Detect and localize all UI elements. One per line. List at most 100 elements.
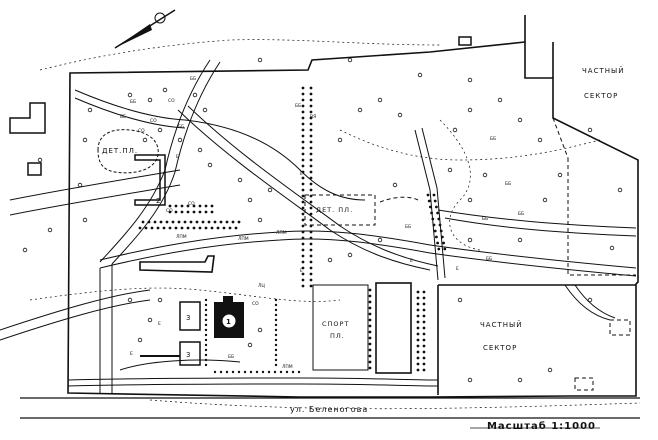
tree-dot (147, 220, 151, 224)
tree-dot (301, 206, 305, 210)
tree-code: ББ (505, 181, 511, 187)
tree-symbol (337, 137, 343, 143)
tree-dot (162, 226, 166, 230)
tree-dot (301, 122, 305, 126)
monument-block (214, 296, 244, 338)
tree-dot (309, 116, 313, 120)
tree-symbol (87, 107, 93, 113)
tree-dot (301, 272, 305, 276)
tree-dot (416, 344, 420, 348)
tree-symbol (157, 127, 163, 133)
tree-dot (301, 182, 305, 186)
tree-dot (368, 342, 372, 346)
tree-symbol (197, 147, 203, 153)
tree-dot (309, 224, 313, 228)
tree-dot (309, 206, 313, 210)
tree-dot (192, 204, 196, 208)
tree-dot (422, 308, 426, 312)
tree-dot (309, 218, 313, 222)
tree-symbol (347, 57, 353, 63)
tree-dot (430, 211, 433, 215)
tree-symbol (257, 57, 263, 63)
tree-dot (174, 226, 178, 230)
tree-symbol (587, 127, 593, 133)
tree-dot (309, 104, 313, 108)
tree-symbol (467, 237, 473, 243)
tree-dot (429, 205, 432, 209)
tree-dot (368, 288, 372, 292)
tree-symbol (397, 112, 403, 118)
tree-code: Е (456, 266, 459, 272)
tree-symbol (617, 187, 623, 193)
tree-dot (189, 220, 193, 224)
tree-dot (416, 326, 420, 330)
tree-dot (301, 260, 305, 264)
tree-dot (234, 226, 238, 230)
tree-dot (237, 370, 241, 374)
tree-dot (309, 98, 313, 102)
tree-symbol (192, 92, 198, 98)
playground-center-shape (304, 194, 419, 226)
tree-dot (416, 338, 420, 342)
tree-dot (301, 266, 305, 270)
tree-symbol (37, 157, 43, 163)
tree-dot (201, 220, 205, 224)
street-band (20, 397, 640, 429)
tree-dot (416, 296, 420, 300)
tree-dot (435, 235, 438, 239)
tree-dot (301, 116, 305, 120)
tree-dot (255, 370, 259, 374)
tree-dot (438, 223, 442, 227)
tree-code: ВЯ (310, 114, 316, 120)
tree-dot (433, 229, 437, 233)
tree-symbol (207, 162, 213, 168)
tree-dot (309, 260, 313, 264)
tree-dot (159, 220, 163, 224)
tree-dot (274, 298, 278, 302)
tree-dot (309, 146, 313, 150)
tree-symbol (417, 72, 423, 78)
tree-dot (309, 284, 313, 288)
tree-dot (237, 220, 241, 224)
tree-symbol (327, 257, 333, 263)
tree-dot (273, 370, 277, 374)
tree-symbol (162, 87, 168, 93)
scattered-trees (22, 57, 623, 383)
tree-dot (204, 348, 208, 352)
tree-symbol (482, 172, 488, 178)
tree-dot (186, 204, 190, 208)
tree-symbol (22, 247, 28, 253)
tree-dot (309, 212, 313, 216)
tree-dot (216, 226, 220, 230)
tree-dot (416, 332, 420, 336)
tree-dot (301, 110, 305, 114)
tree-dot (180, 226, 184, 230)
tree-code: ЛЦ (258, 283, 265, 289)
tree-dot (171, 220, 175, 224)
park-boundary (67, 15, 639, 398)
tree-dot (309, 152, 313, 156)
tree-symbol (517, 237, 523, 243)
tree-symbol (467, 197, 473, 203)
tree-dot (309, 164, 313, 168)
tree-dot (204, 226, 208, 230)
tree-dot (144, 226, 148, 230)
tree-dot (174, 204, 178, 208)
tree-dot (301, 86, 305, 90)
tree-dot (279, 370, 283, 374)
tree-dot (368, 336, 372, 340)
sport-ground-label-2: ПЛ. (330, 332, 345, 340)
private-sector-top-label-1: ЧАСТНЫЙ (582, 66, 624, 75)
tree-dot (301, 236, 305, 240)
tree-dot (416, 320, 420, 324)
tree-dot (301, 194, 305, 198)
tree-dot (231, 220, 235, 224)
tree-dot (441, 235, 444, 239)
tree-code: ББ (486, 256, 492, 262)
private-sector-bottom-label-1: ЧАСТНЫЙ (480, 320, 522, 329)
tree-dot (274, 343, 278, 347)
tree-dot (427, 199, 431, 203)
long-building (139, 255, 215, 273)
tree-dot (301, 170, 305, 174)
tree-symbol (347, 252, 353, 258)
